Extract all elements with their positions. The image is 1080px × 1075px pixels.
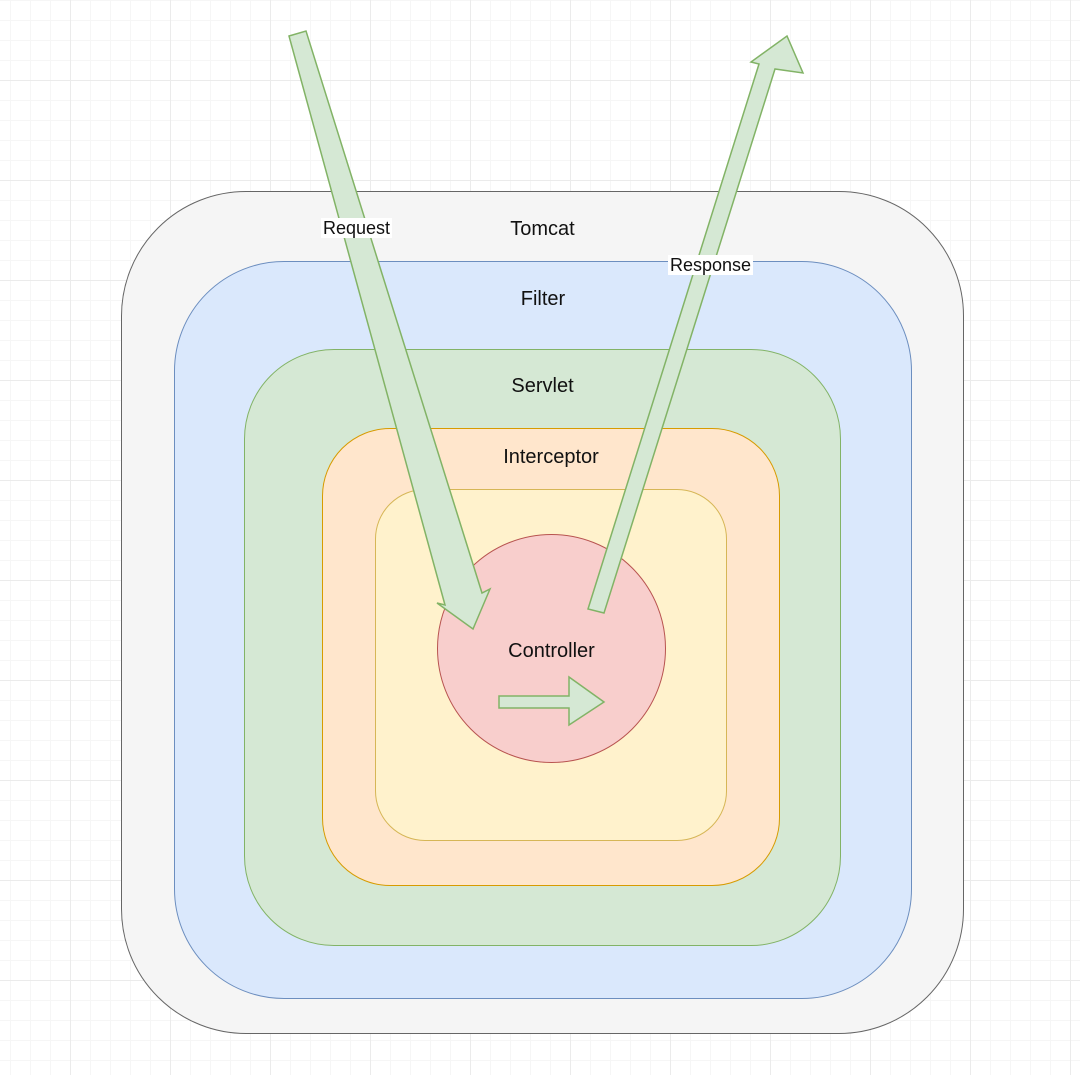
- controller-label: Controller: [508, 640, 595, 662]
- response-arrow: [587, 34, 805, 614]
- response-label: Response: [668, 255, 754, 275]
- tomcat-label: Tomcat: [510, 218, 575, 240]
- request-label: Request: [321, 218, 393, 238]
- request-arrow: [288, 30, 492, 631]
- interceptor-label: Interceptor: [503, 446, 599, 468]
- filter-label: Filter: [520, 288, 566, 310]
- servlet-label: Servlet: [511, 375, 574, 397]
- internal-arrow: [498, 675, 606, 727]
